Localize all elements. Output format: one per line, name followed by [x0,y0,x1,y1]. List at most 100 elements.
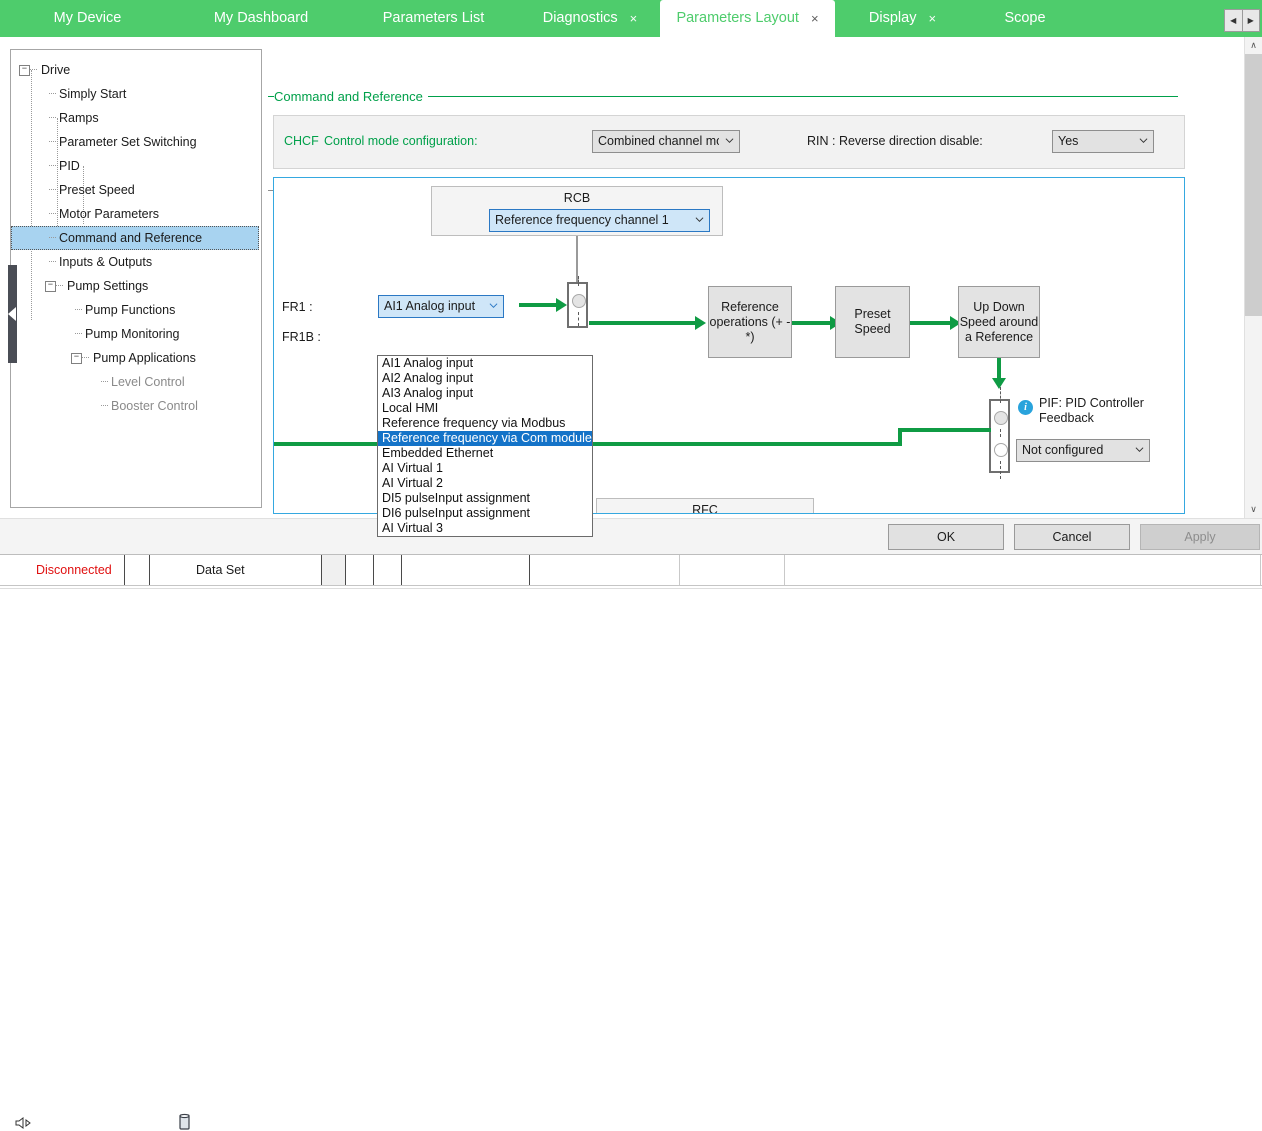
tree-node-parameter-set-switching[interactable]: Parameter Set Switching [11,130,259,154]
dropdown-option[interactable]: AI2 Analog input [382,371,474,385]
tree-node-pump-applications[interactable]: −Pump Applications [11,346,259,370]
fr1-to-switch-wire [519,303,556,307]
data-set-label: Data Set [196,563,245,577]
tree-node-label: Ramps [59,111,99,125]
dropdown-option[interactable]: AI3 Analog input [382,386,474,400]
reverse-direction-select[interactable]: Yes [1052,130,1154,153]
dropdown-option[interactable]: Local HMI [382,401,439,415]
dropdown-option[interactable]: Reference frequency via Com module [378,431,592,446]
content-vertical-scrollbar[interactable]: ∧ ∨ [1244,37,1262,518]
info-icon: i [1018,400,1033,415]
tree-node-level-control[interactable]: Level Control [11,370,259,394]
group-rule-left [268,96,274,97]
scroll-down-icon[interactable]: ∨ [1245,501,1262,518]
tree-node-drive[interactable]: −Drive [11,58,259,82]
dropdown-option[interactable]: AI1 Analog input [382,356,474,370]
tree-expander-icon[interactable]: − [45,281,56,292]
cancel-button[interactable]: Cancel [1014,524,1130,550]
reference-switch-2[interactable] [989,387,1010,479]
switch2-stem-bottom [1000,461,1002,479]
dropdown-option[interactable]: Embedded Ethernet [382,446,494,460]
tree-node-pid[interactable]: PID [11,154,259,178]
tree-node-motor-parameters[interactable]: Motor Parameters [11,202,259,226]
tree-node-label: Preset Speed [59,183,135,197]
fr1-to-switch-arrow [556,298,567,312]
tab-scroll-buttons[interactable]: ◀ ▶ [1224,9,1260,32]
group-rule-right [428,96,1178,97]
tab-scroll-left-icon[interactable]: ◀ [1225,10,1243,31]
tab-parameters-list[interactable]: Parameters List [347,0,520,37]
chevron-down-icon [1139,138,1148,144]
tree-node-label: Pump Functions [85,303,176,317]
tab-my-device[interactable]: My Device [0,0,175,37]
dropdown-option[interactable]: Reference frequency via Modbus [382,416,566,430]
switch-stem-top [578,276,580,286]
tree-node-simply-start[interactable]: Simply Start [11,82,259,106]
panel-splitter-handle[interactable] [8,265,17,363]
dialog-footer: OK Cancel Apply [0,518,1262,555]
rcb-channel-select[interactable]: Reference frequency channel 1 [489,209,710,232]
tree-node-pump-monitoring[interactable]: Pump Monitoring [11,322,259,346]
tab-parameters-layout[interactable]: Parameters Layout× [660,0,835,37]
rcb-block: RCB Reference frequency channel 1 [431,186,723,236]
tab-close-icon[interactable]: × [810,11,819,26]
tree-guide-line [31,70,32,320]
status-bar: Disconnected Data Set [0,554,1262,1130]
dropdown-option[interactable]: DI6 pulseInput assignment [382,506,531,520]
control-mode-panel: CHCF Control mode configuration: Combine… [273,115,1185,169]
reference-switch-1[interactable] [567,276,588,328]
group-title: Command and Reference [274,89,423,104]
tree-connector [49,93,56,95]
tree-expander-icon[interactable]: − [71,353,82,364]
tab-scroll-right-icon[interactable]: ▶ [1247,16,1254,25]
tree-node-inputs-outputs[interactable]: Inputs & Outputs [11,250,259,274]
rcb-to-switch-line [576,236,578,282]
tab-close-icon[interactable]: × [629,11,638,26]
scrollbar-thumb[interactable] [1245,54,1262,316]
fr1-select[interactable]: AI1 Analog input [378,295,504,318]
tab-my-dashboard[interactable]: My Dashboard [175,0,347,37]
dropdown-option[interactable]: DI5 pulseInput assignment [382,491,531,505]
connection-status: Disconnected [36,563,112,577]
collapse-left-arrow-icon[interactable] [8,307,16,321]
status-cell-connection [0,555,125,585]
tree-node-label: Inputs & Outputs [59,255,153,269]
tree-node-pump-settings[interactable]: −Pump Settings [11,274,259,298]
chcf-label: Control mode configuration: [324,134,478,148]
tree-expander-icon[interactable]: − [19,65,30,76]
tree-node-pump-functions[interactable]: Pump Functions [11,298,259,322]
tab-display[interactable]: Display× [835,0,970,37]
preset-to-updown-arrow [950,316,961,330]
tab-close-icon[interactable]: × [928,11,937,26]
pif-select[interactable]: Not configured [1016,439,1150,462]
scroll-up-icon[interactable]: ∧ [1245,37,1262,54]
dropdown-option[interactable]: AI Virtual 2 [382,476,443,490]
tree-connector [75,309,82,311]
ok-button[interactable]: OK [888,524,1004,550]
tree-node-booster-control[interactable]: Booster Control [11,394,259,418]
refops-to-preset-wire [792,321,834,325]
tree-connector [30,69,37,71]
tree-node-command-and-reference[interactable]: Command and Reference [11,226,259,250]
rfc-title: RFC [692,503,718,514]
dropdown-option[interactable]: AI Virtual 1 [382,461,443,475]
reverse-direction-value: Yes [1058,134,1079,148]
status-cell-7 [402,555,530,585]
rin-label: RIN : Reverse direction disable: [807,134,983,148]
tab-label: Parameters List [382,10,485,26]
fr1b-label: FR1B : [282,330,321,344]
switch-to-refops-wire [589,321,699,325]
control-mode-select[interactable]: Combined channel mode [592,130,740,153]
tree-node-preset-speed[interactable]: Preset Speed [11,178,259,202]
tab-diagnostics[interactable]: Diagnostics × [520,0,660,37]
tab-label: Diagnostics [542,10,618,26]
tree-node-ramps[interactable]: Ramps [11,106,259,130]
dropdown-option[interactable]: AI Virtual 3 [382,521,443,535]
tab-scope[interactable]: Scope [970,0,1080,37]
status-cell-2 [125,555,150,585]
tree-connector [56,285,63,287]
